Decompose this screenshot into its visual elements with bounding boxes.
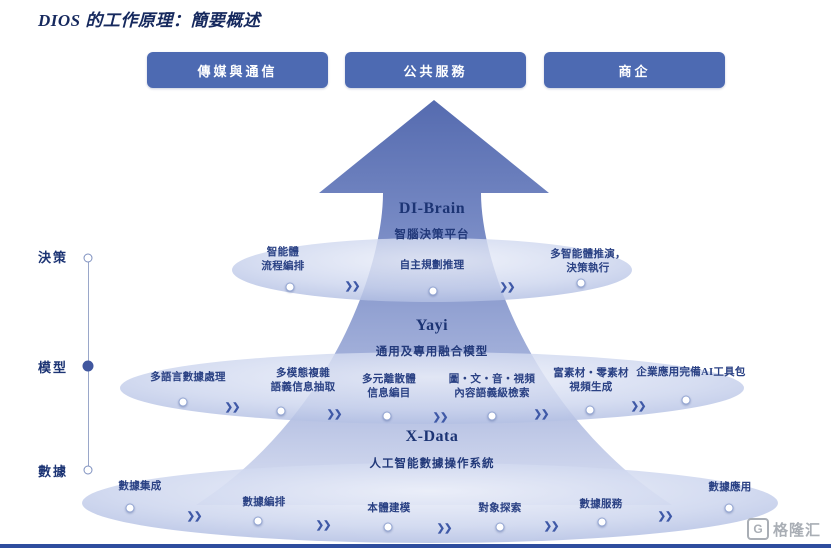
bottom-accent-line (0, 544, 831, 548)
watermark-text: 格隆汇 (772, 521, 821, 539)
node-dot (178, 397, 188, 407)
node-dot (276, 406, 286, 416)
capability-label: 智能體 流程編排 (261, 247, 305, 273)
node-dot (495, 522, 505, 532)
node-dot (382, 411, 392, 421)
flow-chevron-icon: ❯❯ (543, 521, 560, 532)
flow-chevron-icon: ❯❯ (432, 412, 449, 423)
capability-label: 本體建模 (367, 503, 411, 514)
flow-chevron-icon: ❯❯ (533, 409, 550, 420)
tier-title-yayi: Yayi (415, 317, 449, 334)
watermark: G 格隆汇 (746, 518, 821, 540)
industry-button-public-service: 公共服務 (345, 52, 526, 88)
tier-subtitle-di-brain: 智腦決策平台 (394, 229, 470, 241)
flow-chevron-icon: ❯❯ (186, 511, 203, 522)
node-dot (253, 516, 263, 526)
tier-title-di-brain: DI-Brain (398, 200, 466, 217)
flow-chevron-icon: ❯❯ (315, 520, 332, 531)
side-label-model: 模型 (38, 360, 69, 375)
node-dot (125, 503, 135, 513)
flow-chevron-icon: ❯❯ (499, 282, 516, 293)
capability-label: 自主規劃推理 (399, 260, 465, 271)
node-dot (597, 517, 607, 527)
page-title: DIOS 的工作原理：簡要概述 (38, 11, 261, 30)
capability-label: 數據服務 (579, 499, 623, 510)
tier-ellipse-decision (232, 238, 632, 302)
node-dot (383, 522, 393, 532)
flow-chevron-icon: ❯❯ (436, 523, 453, 534)
tier-subtitle-yayi: 通用及專用融合模型 (375, 346, 489, 358)
flow-chevron-icon: ❯❯ (657, 511, 674, 522)
side-label-decision: 決策 (38, 250, 69, 265)
capability-label: 對象探索 (478, 503, 522, 514)
flow-chevron-icon: ❯❯ (224, 402, 241, 413)
flow-chevron-icon: ❯❯ (326, 409, 343, 420)
capability-label: 富素材・零素材 視頻生成 (553, 368, 629, 394)
industry-button-media-telecom: 傳媒與通信 (147, 52, 328, 88)
node-dot (428, 286, 438, 296)
capability-label: 數據應用 (708, 482, 752, 493)
node-dot (681, 395, 691, 405)
capability-label: 多語言數據處理 (150, 372, 226, 383)
node-dot (576, 278, 586, 288)
tier-title-x-data: X-Data (405, 428, 459, 445)
rail-node-model (82, 360, 94, 372)
node-dot (585, 405, 595, 415)
node-dot (487, 411, 497, 421)
rail-node-data (83, 465, 93, 475)
node-dot (724, 503, 734, 513)
capability-label: 企業應用完備AI工具包 (636, 367, 746, 378)
rail-node-decision (83, 253, 93, 263)
tier-ellipse-data (82, 463, 778, 543)
capability-label: 多模態複雜 語義信息抽取 (270, 368, 336, 394)
capability-label: 數據編排 (242, 497, 286, 508)
tier-subtitle-x-data: 人工智能數據操作系統 (369, 458, 495, 470)
watermark-logo-icon: G (746, 518, 769, 540)
flow-chevron-icon: ❯❯ (344, 281, 361, 292)
capability-label: 圖・文・音・視頻 內容語義級檢索 (448, 374, 536, 400)
node-dot (285, 282, 295, 292)
industry-button-commercial: 商企 (544, 52, 725, 88)
flow-chevron-icon: ❯❯ (630, 401, 647, 412)
capability-label: 多智能體推演， 決策執行 (550, 249, 626, 275)
capability-label: 多元離散體 信息編目 (362, 374, 416, 400)
capability-label: 數據集成 (118, 481, 162, 492)
side-label-data: 數據 (38, 464, 69, 479)
